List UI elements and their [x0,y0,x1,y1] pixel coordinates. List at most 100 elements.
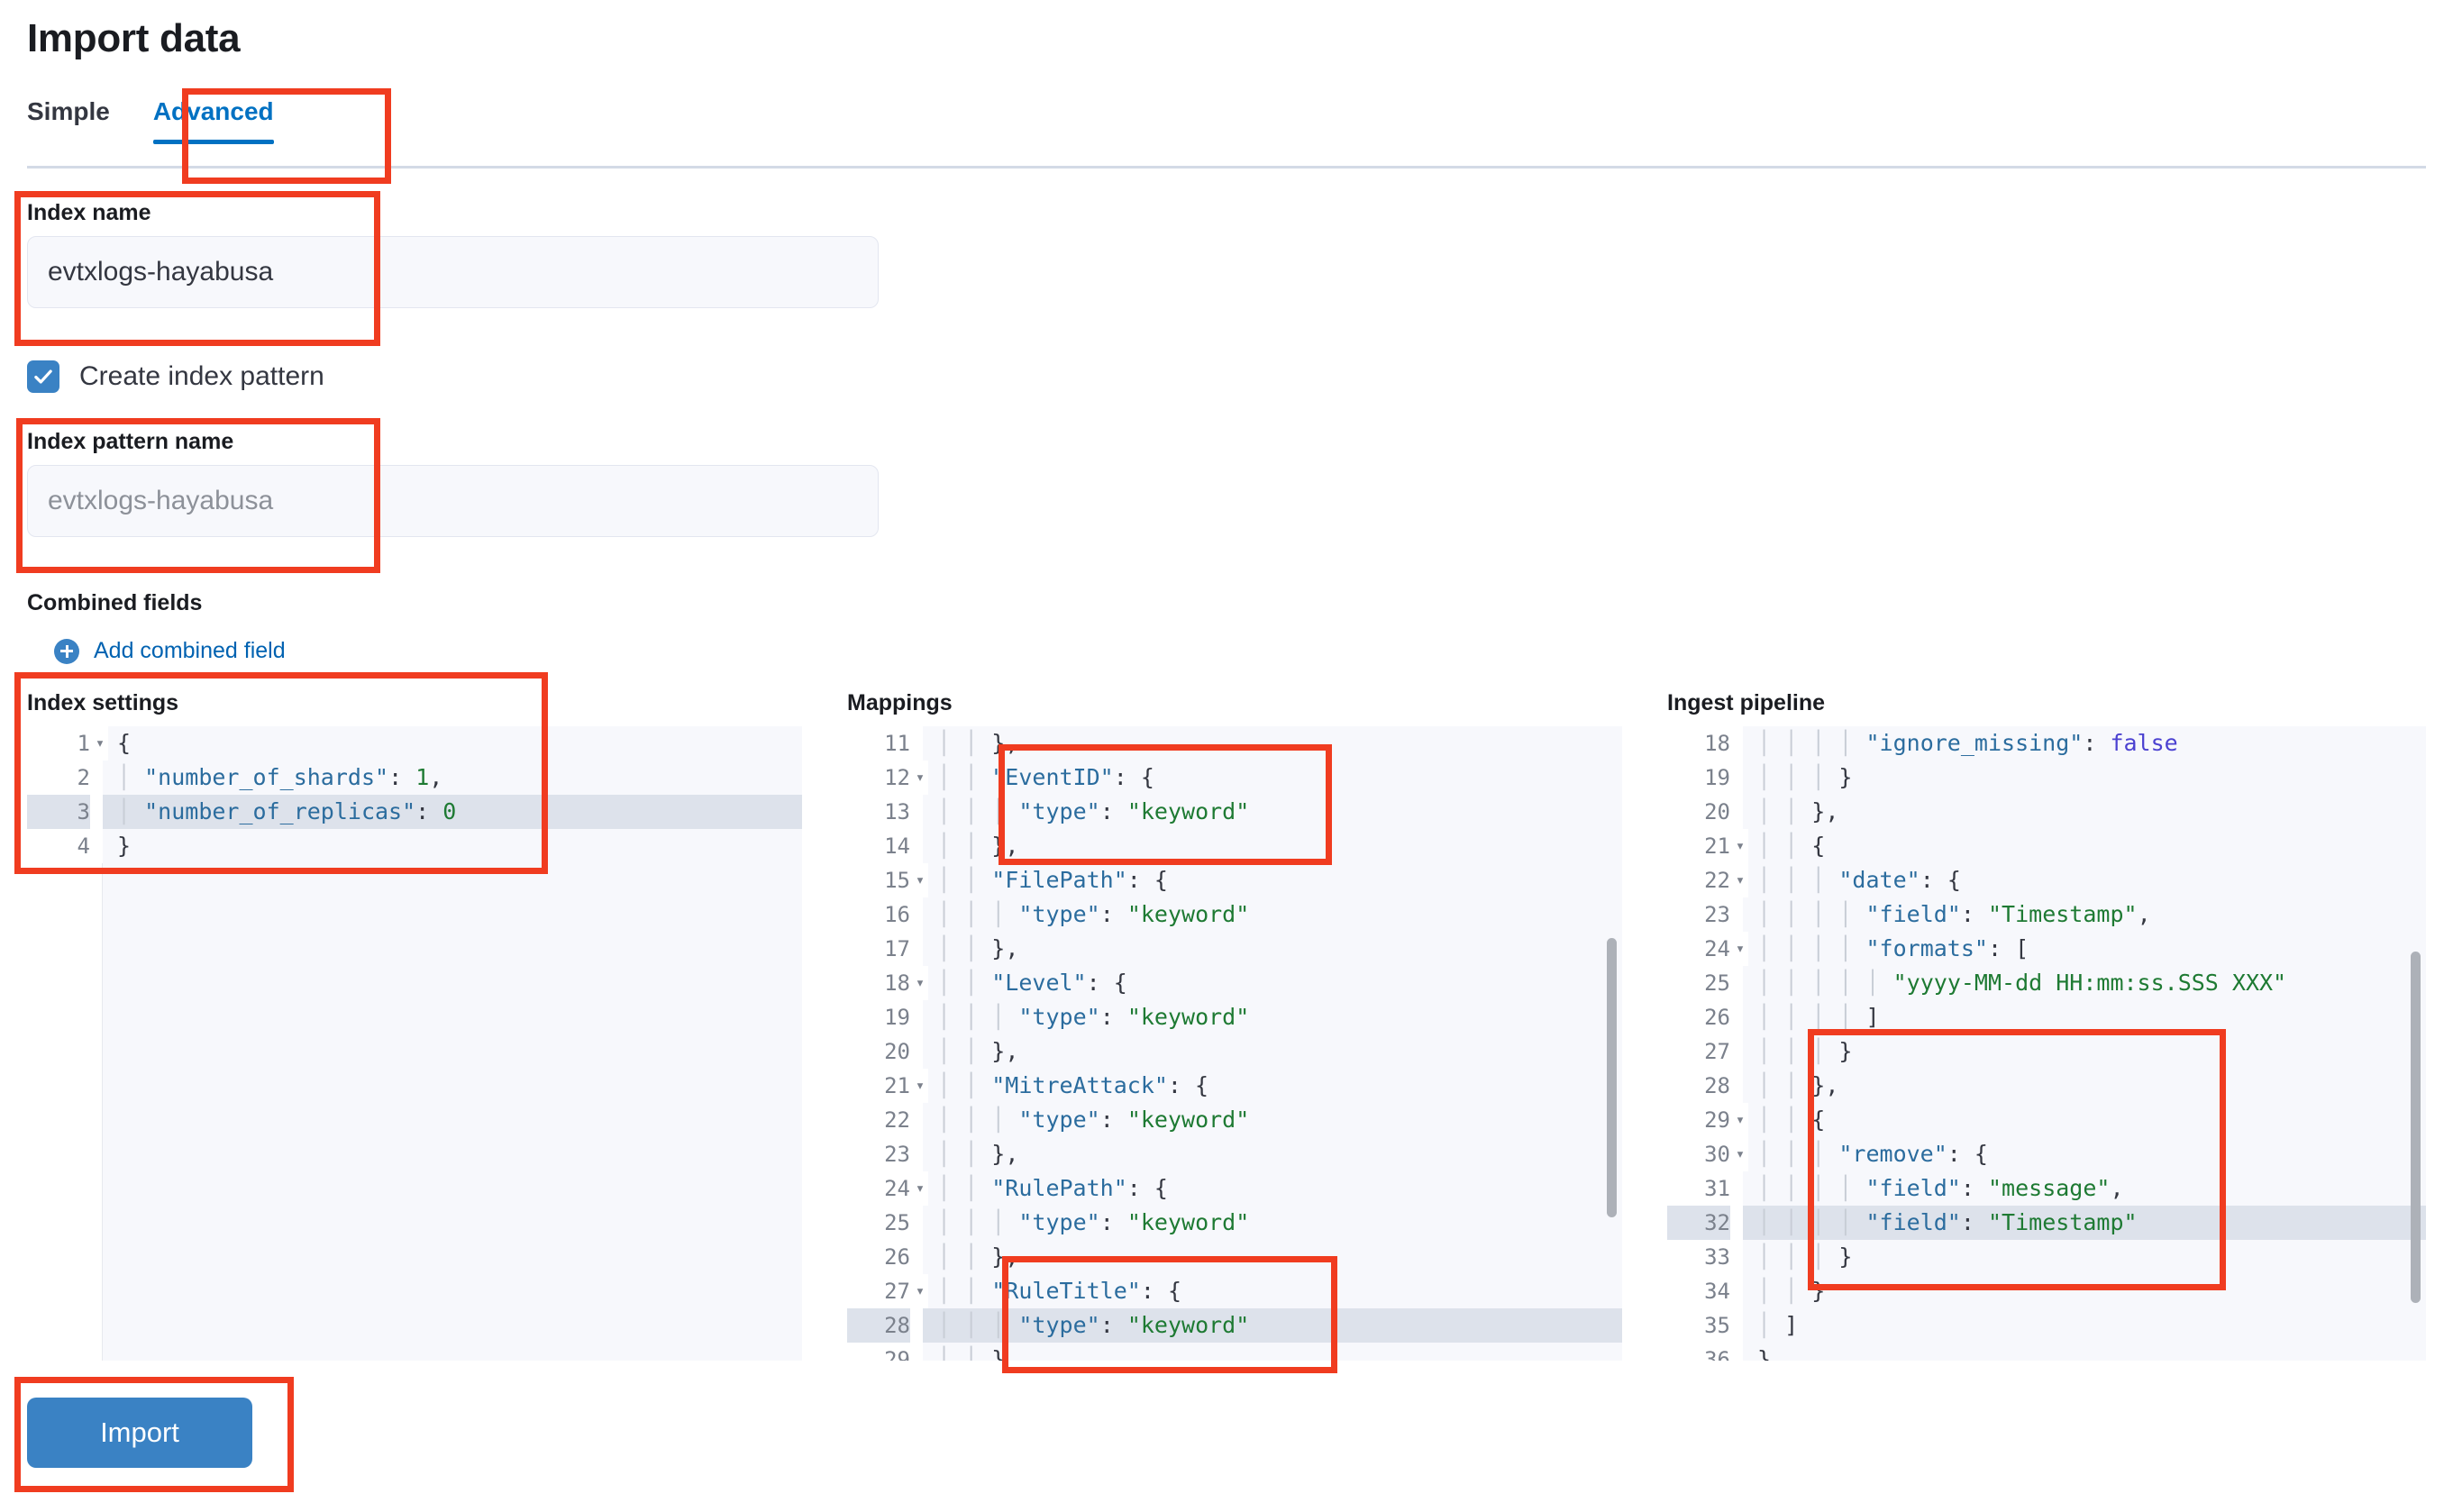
fold-toggle-icon[interactable]: ▾ [912,966,928,1000]
line-number: 2 [27,761,90,795]
index-settings-editor[interactable]: 1▾{2│ "number_of_shards": 1,3│ "number_o… [27,726,802,1361]
line-number: 20 [847,1034,910,1069]
code-text: │ │ }, [1757,798,1839,824]
editor-line: 22│ │ │ "type": "keyword" [847,1103,1622,1137]
fold-toggle-icon[interactable]: ▾ [912,1171,928,1206]
fold-toggle-icon[interactable]: ▾ [912,1069,928,1103]
code-text: │ │ │ │ "field": "Timestamp" [1757,1209,2138,1235]
gutter-spacer [1730,897,1743,932]
tab-advanced[interactable]: Advanced [152,99,274,144]
add-combined-field-button[interactable]: Add combined field [54,638,286,664]
editor-line: 35│ ] [1667,1308,2426,1343]
editor-line: 21▾│ │ "MitreAttack": { [847,1069,1622,1103]
gutter-spacer [1730,761,1743,795]
editor-line: 23 │ │ }, [847,1137,1622,1171]
line-number: 1 [27,726,90,761]
gutter-spacer [1730,795,1743,829]
fold-toggle-icon[interactable]: ▾ [1732,932,1748,966]
code-text: │ │ }, [937,730,1019,756]
line-number: 30 [1667,1137,1730,1171]
line-number: 16 [847,897,910,932]
line-number: 27 [847,1274,910,1308]
index-name-input[interactable]: evtxlogs-hayabusa [27,236,879,308]
page-title: Import data [27,16,241,60]
editor-line: 2│ "number_of_shards": 1, [27,761,802,795]
editor-line: 16│ │ │ "type": "keyword" [847,897,1622,932]
editor-line: 29▾│ │ { [1667,1103,2426,1137]
line-number: 23 [847,1137,910,1171]
code-text: │ │ }, [937,1141,1019,1167]
index-pattern-name-input[interactable]: evtxlogs-hayabusa [27,465,879,537]
code-text: │ │ }, [1757,1072,1839,1098]
line-number: 18 [1667,726,1730,761]
editor-line: 24▾│ │ │ │ "formats": [ [1667,932,2426,966]
create-index-pattern-row[interactable]: Create index pattern [27,360,324,393]
code-text: │ │ "RuleTitle": { [937,1278,1182,1304]
editor-line: 26│ │ │ │ ] [1667,1000,2426,1034]
gutter-spacer [1730,1206,1743,1240]
tab-divider [27,166,2426,169]
fold-toggle-icon[interactable]: ▾ [912,1274,928,1308]
gutter-spacer [910,1103,923,1137]
line-number: 14 [847,829,910,863]
line-number: 21 [1667,829,1730,863]
gutter-spacer [1730,1034,1743,1069]
code-text: │ │ │ "remove": { [1757,1141,1988,1167]
editor-line: 19│ │ │ "type": "keyword" [847,1000,1622,1034]
line-number: 18 [847,966,910,1000]
tab-simple[interactable]: Simple [27,97,110,125]
code-text: } [1757,1346,1772,1361]
code-text: │ │ │ "type": "keyword" [937,1004,1250,1030]
code-text: │ │ "EventID": { [937,764,1154,790]
code-text: │ │ }, [937,833,1019,859]
editor-line: 19│ │ │ } [1667,761,2426,795]
editor-line: 24▾│ │ "RulePath": { [847,1171,1622,1206]
gutter-spacer [910,1206,923,1240]
editor-line: 34│ │ } [1667,1274,2426,1308]
code-text: │ │ │ │ "formats": [ [1757,935,2029,961]
gutter-spacer [910,1000,923,1034]
code-text: │ │ │ │ "field": "message", [1757,1175,2124,1201]
editor-line: 27│ │ │ } [1667,1034,2426,1069]
fold-toggle-icon[interactable]: ▾ [912,863,928,897]
import-button[interactable]: Import [27,1398,252,1468]
line-number: 12 [847,761,910,795]
ingest-scrollbar-thumb[interactable] [2411,952,2421,1303]
code-text: │ │ │ "type": "keyword" [937,798,1250,824]
fold-toggle-icon[interactable]: ▾ [1732,863,1748,897]
line-number: 28 [847,1308,910,1343]
code-text: { [117,730,132,756]
gutter-spacer [1730,1240,1743,1274]
add-combined-field-label: Add combined field [94,638,286,663]
index-name-label: Index name [27,200,151,225]
editor-line: 11│ │ }, [847,726,1622,761]
gutter-spacer [910,1034,923,1069]
line-number: 22 [847,1103,910,1137]
line-number: 33 [1667,1240,1730,1274]
fold-toggle-icon[interactable]: ▾ [1732,1103,1748,1137]
fold-toggle-icon[interactable]: ▾ [92,726,108,761]
line-number: 17 [847,932,910,966]
code-text: │ │ │ } [1757,1038,1853,1064]
editor-line: 30▾ │ │ │ "remove": { [1667,1137,2426,1171]
code-text: │ │ }, [937,935,1019,961]
fold-toggle-icon[interactable]: ▾ [912,761,928,795]
code-text: │ │ │ "type": "keyword" [937,1312,1250,1338]
line-number: 4 [27,829,90,863]
mappings-scrollbar-thumb[interactable] [1607,938,1617,1217]
editor-line: 17 │ │ }, [847,932,1622,966]
code-text: │ │ "Level": { [937,970,1127,996]
line-number: 24 [847,1171,910,1206]
editor-line: 23│ │ │ │ "field": "Timestamp", [1667,897,2426,932]
gutter-spacer [910,1137,923,1171]
code-text: │ │ │ │ ] [1757,1004,1880,1030]
gutter-spacer [1730,966,1743,1000]
fold-toggle-icon[interactable]: ▾ [1732,829,1748,863]
line-number: 25 [847,1206,910,1240]
fold-toggle-icon[interactable]: ▾ [1732,1137,1748,1171]
mappings-editor[interactable]: 11│ │ },12▾│ │ "EventID": {13│ │ │ "type… [847,726,1622,1361]
line-number: 15 [847,863,910,897]
line-number: 13 [847,795,910,829]
checkbox-checked-icon[interactable] [27,360,59,393]
